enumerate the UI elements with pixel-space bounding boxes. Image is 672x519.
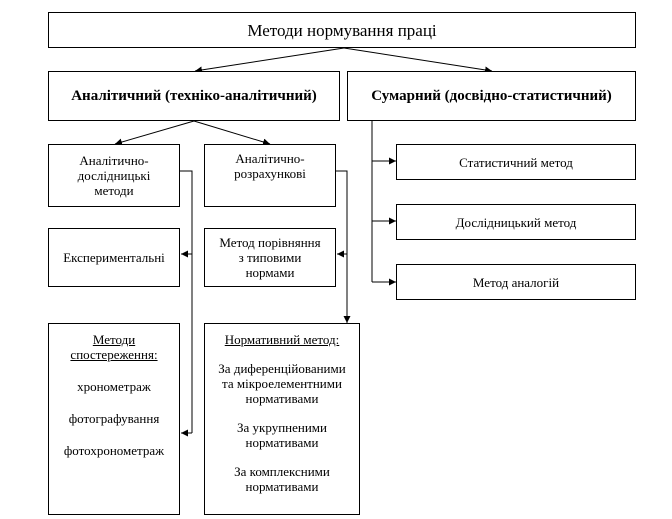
arrow-title-to-summary (343, 47, 493, 74)
observation-item: фотографування (68, 411, 160, 426)
observation-heading-line: спостереження: (70, 347, 158, 362)
observation-methods-box: Методи спостереження: хронометраж фотогр… (48, 323, 180, 515)
normative-item-line: нормативами (245, 391, 319, 406)
arrow-analytic-to-research (114, 120, 195, 146)
research-method-box: Дослідницький метод (396, 204, 636, 240)
line-calc-branch (336, 170, 348, 323)
normative-item-line: нормативами (245, 479, 319, 494)
normative-item-line: та мікроелементними (222, 376, 342, 391)
analogy-method-label: Метод аналогій (472, 274, 560, 290)
analytic-method-box: Аналітичний (техніко-аналітичний) (48, 71, 340, 121)
observation-heading-line: Методи (92, 332, 136, 347)
title-box: Методи нормування праці (48, 12, 636, 48)
normative-method-box: Нормативний метод: За диференційованими … (204, 323, 360, 515)
arrow-title-to-analytic (194, 47, 345, 74)
summary-method-label: Сумарний (досвідно-статистичний) (371, 87, 612, 104)
research-method-label: Дослідницький метод (455, 214, 577, 230)
normative-item: За укрупненими нормативами (237, 420, 327, 450)
statistical-method-label: Статистичний метод (459, 154, 573, 170)
statistical-method-box: Статистичний метод (396, 144, 636, 180)
comparison-line: нормами (245, 265, 295, 280)
title-label: Методи нормування праці (247, 20, 437, 40)
analytic-calc-box: Аналітично- розрахункові (204, 144, 336, 207)
analytic-research-line: методи (94, 183, 134, 198)
analytic-research-line: дослідницькі (77, 168, 151, 183)
observation-item: фотохронометраж (63, 443, 165, 458)
analogy-method-box: Метод аналогій (396, 264, 636, 300)
arrow-analytic-to-calc (193, 120, 271, 146)
comparison-line: з типовими (238, 250, 302, 265)
experimental-box: Експериментальні (48, 228, 180, 287)
analytic-research-box: Аналітично- дослідницькі методи (48, 144, 180, 207)
analytic-calc-line: Аналітично- (235, 151, 305, 166)
summary-method-box: Сумарний (досвідно-статистичний) (347, 71, 636, 121)
analytic-calc-line: розрахункові (234, 166, 306, 181)
normative-item: За диференційованими та мікроелементними… (218, 361, 345, 406)
observation-item: хронометраж (77, 379, 151, 394)
comparison-line: Метод порівняння (219, 235, 321, 250)
analytic-research-line: Аналітично- (79, 153, 149, 168)
experimental-label: Експериментальні (63, 250, 165, 265)
normative-item-line: За диференційованими (218, 361, 346, 376)
normative-item-line: За комплексними (234, 464, 330, 479)
normative-item: За комплексними нормативами (234, 464, 330, 494)
normative-item-line: нормативами (245, 435, 319, 450)
line-research-branch (180, 170, 193, 433)
normative-heading: Нормативний метод: (224, 332, 340, 347)
analytic-method-label: Аналітичний (техніко-аналітичний) (71, 87, 317, 104)
comparison-method-box: Метод порівняння з типовими нормами (204, 228, 336, 287)
normative-item-line: За укрупненими (237, 420, 327, 435)
